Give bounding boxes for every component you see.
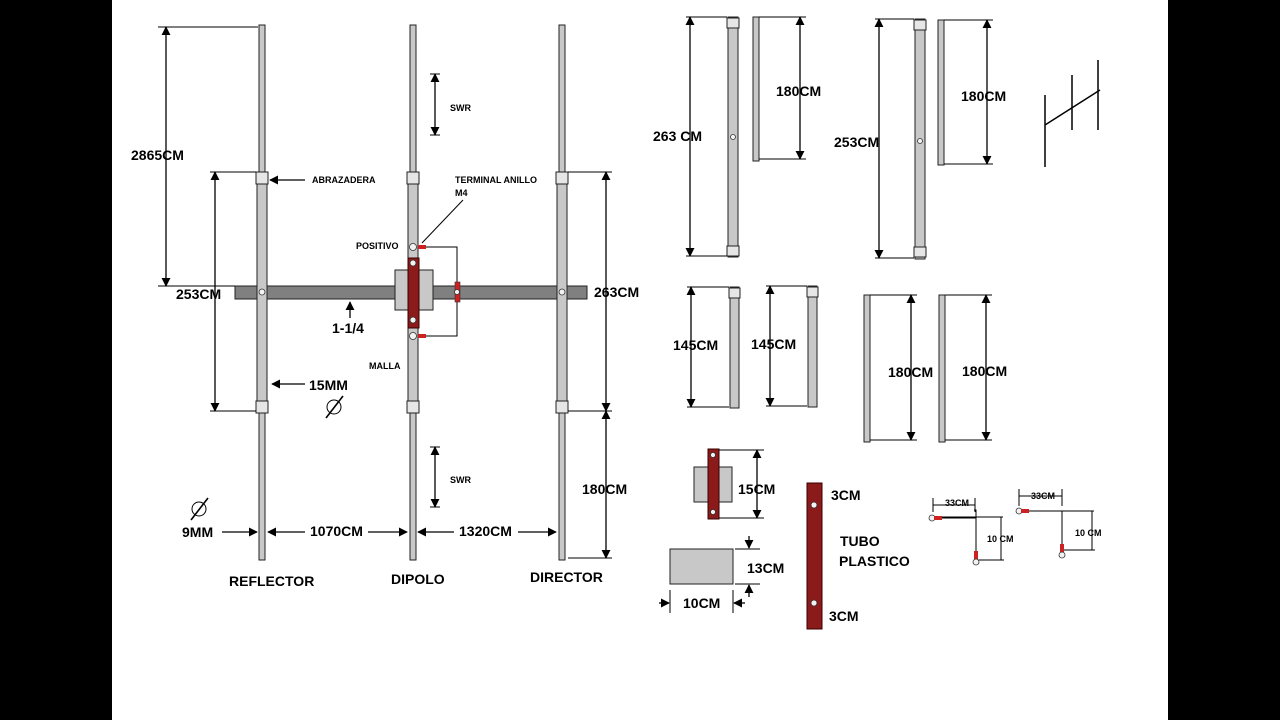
terminal-m4-label: M4 (455, 188, 468, 198)
swr-bottom-label: SWR (450, 475, 471, 485)
part-253-label: 253CM (834, 134, 879, 150)
clamp-top (255, 171, 269, 185)
part-145-a: 145CM (673, 286, 741, 409)
dim-263: 263CM (594, 284, 639, 300)
part-145-b: 145CM (751, 285, 819, 408)
positivo-label: POSITIVO (356, 241, 399, 251)
part-180-d: 180CM (938, 294, 1007, 443)
plate-10-label: 10CM (683, 595, 720, 611)
dim-180: 180CM (582, 481, 627, 497)
tube-3-top-label: 3CM (831, 487, 861, 503)
reflector-element (255, 24, 269, 561)
part-180c-label: 180CM (888, 364, 933, 380)
dipolo-label: DIPOLO (391, 571, 445, 587)
part-263: 263 CM (653, 16, 740, 258)
director-element (555, 24, 569, 561)
conn-10a-label: 10 CM (987, 534, 1014, 544)
tubo-label: TUBO (840, 533, 880, 549)
part-180-a: 180CM (752, 16, 821, 162)
plastico-label: PLASTICO (839, 553, 910, 569)
diam-15-label: 15MM (309, 377, 348, 393)
antenna-icon (1044, 60, 1101, 167)
dim-2865: 2865CM (131, 147, 184, 163)
plate-10x13: 13CM 10CM (659, 536, 784, 613)
positive-terminal (409, 243, 417, 251)
part-145b-label: 145CM (751, 336, 796, 352)
plastic-insulator (407, 257, 420, 329)
conn-33b-label: 33CM (1031, 491, 1055, 501)
part-180b-label: 180CM (961, 88, 1006, 104)
part-180-b: 180CM (937, 19, 1006, 166)
boom-size-label: 1-1/4 (332, 320, 364, 336)
clamp-bottom (255, 400, 269, 414)
conn-33a-label: 33CM (945, 498, 969, 508)
plastic-tube: 3CM 3CM TUBO PLASTICO (806, 482, 910, 630)
swr-top-label: SWR (450, 103, 471, 113)
plate-13-label: 13CM (747, 560, 784, 576)
malla-label: MALLA (369, 361, 401, 371)
reflector-label: REFLECTOR (229, 573, 314, 589)
plate-15-label: 15CM (738, 481, 775, 497)
tube-3-bottom-label: 3CM (829, 608, 859, 624)
part-180a-label: 180CM (776, 83, 821, 99)
boom-bolt (258, 288, 266, 296)
part-180d-label: 180CM (962, 363, 1007, 379)
part-180-c: 180CM (863, 294, 933, 443)
diam-9-label: 9MM (182, 524, 213, 540)
director-label: DIRECTOR (530, 569, 603, 585)
drawing-sheet (112, 0, 1168, 720)
dim-1070: 1070CM (310, 523, 363, 539)
dim-253: 253CM (176, 286, 221, 302)
diameter-icon (325, 395, 344, 419)
abrazadera-label: ABRAZADERA (312, 175, 376, 185)
connector-sketch-a: 33CM 10 CM (928, 498, 1014, 566)
terminal-anillo-label: TERMINAL ANILLO (455, 175, 537, 185)
plate-assembly: 15CM (693, 448, 775, 520)
part-263-label: 263 CM (653, 128, 702, 144)
part-145a-label: 145CM (673, 337, 718, 353)
dipole-element (394, 24, 461, 561)
part-253: 253CM (834, 18, 927, 260)
shield-terminal (409, 332, 417, 340)
connector-sketch-b: 33CM 10 CM (1015, 489, 1102, 559)
dim-1320: 1320CM (459, 523, 512, 539)
diameter-icon (190, 497, 209, 521)
conn-10b-label: 10 CM (1075, 528, 1102, 538)
